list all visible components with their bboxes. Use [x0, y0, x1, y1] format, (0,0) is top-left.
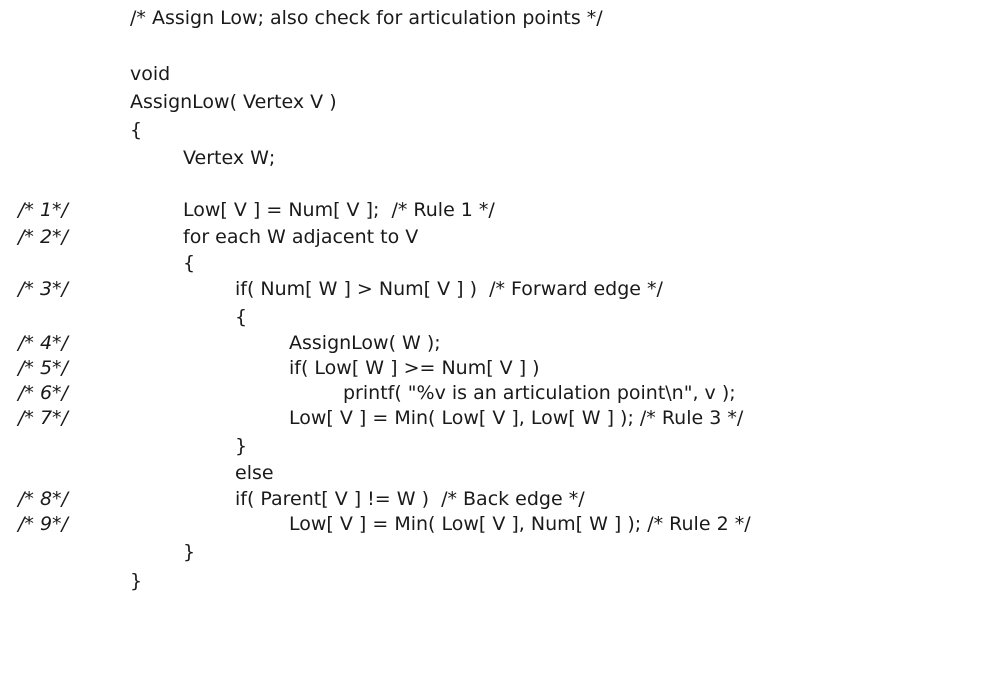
code-line: /* 1*/ Low[ V ] = Num[ V ]; /* Rule 1 */: [0, 195, 984, 225]
line-number: /* 9*/: [18, 513, 68, 535]
code-line: /* 8*/ if( Parent[ V ] != W ) /* Back ed…: [0, 484, 984, 514]
code-line: else: [0, 458, 984, 488]
code-text: AssignLow( Vertex V ): [130, 91, 337, 113]
code-line: {: [0, 248, 984, 278]
line-number: /* 3*/: [18, 278, 68, 300]
code-line: }: [0, 537, 984, 567]
line-number: /* 2*/: [18, 226, 68, 248]
code-text: else: [235, 462, 274, 484]
code-text: Low[ V ] = Min( Low[ V ], Low[ W ] ); /*…: [289, 407, 744, 429]
code-line: {: [0, 115, 984, 145]
code-text: }: [235, 435, 248, 457]
code-text: if( Parent[ V ] != W ) /* Back edge */: [235, 488, 585, 510]
code-line: /* 7*/ Low[ V ] = Min( Low[ V ], Low[ W …: [0, 403, 984, 433]
code-text: Low[ V ] = Num[ V ]; /* Rule 1 */: [183, 199, 495, 221]
code-text: /* Assign Low; also check for articulati…: [130, 7, 603, 29]
line-number: /* 8*/: [18, 488, 68, 510]
code-text: }: [183, 541, 196, 563]
code-text: if( Num[ W ] > Num[ V ] ) /* Forward edg…: [235, 278, 663, 300]
code-line: AssignLow( Vertex V ): [0, 87, 984, 117]
code-line: Vertex W;: [0, 143, 984, 173]
line-number: /* 5*/: [18, 357, 68, 379]
code-text: printf( "%v is an articulation point\n",…: [343, 382, 736, 404]
code-line: /* 4*/ AssignLow( W );: [0, 328, 984, 358]
code-text: void: [130, 63, 171, 85]
code-text: AssignLow( W );: [289, 332, 441, 354]
code-line: /* 3*/ if( Num[ W ] > Num[ V ] ) /* Forw…: [0, 274, 984, 304]
code-text: Vertex W;: [183, 147, 276, 169]
line-number: /* 1*/: [18, 199, 68, 221]
code-text: {: [130, 119, 143, 141]
code-text: if( Low[ W ] >= Num[ V ] ): [289, 357, 540, 379]
code-text: for each W adjacent to V: [183, 226, 419, 248]
code-listing: /* Assign Low; also check for articulati…: [0, 3, 984, 596]
code-line: {: [0, 302, 984, 332]
code-line: }: [0, 566, 984, 596]
line-number: /* 7*/: [18, 407, 68, 429]
code-text: {: [235, 306, 248, 328]
code-line: /* 2*/ for each W adjacent to V: [0, 222, 984, 252]
code-line: /* 9*/ Low[ V ] = Min( Low[ V ], Num[ W …: [0, 509, 984, 539]
line-number: /* 6*/: [18, 382, 68, 404]
code-text: {: [183, 252, 196, 274]
code-line: /* 5*/ if( Low[ W ] >= Num[ V ] ): [0, 353, 984, 383]
line-number: /* 4*/: [18, 332, 68, 354]
code-line: /* Assign Low; also check for articulati…: [0, 3, 984, 33]
code-text: Low[ V ] = Min( Low[ V ], Num[ W ] ); /*…: [289, 513, 751, 535]
code-line: }: [0, 431, 984, 461]
code-line: void: [0, 59, 984, 89]
code-line: /* 6*/ printf( "%v is an articulation po…: [0, 378, 984, 408]
code-text: }: [130, 570, 143, 592]
